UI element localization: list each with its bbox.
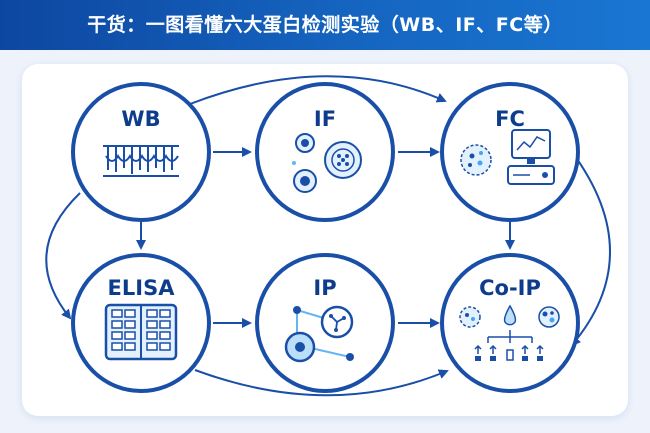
- header-bar: 干货：一图看懂六大蛋白检测实验（WB、IF、FC等）: [0, 0, 650, 50]
- node-ip-label: IP: [313, 276, 336, 300]
- western-blot-bands-icon: [103, 145, 179, 177]
- immunoprecipitation-bead-icon: [284, 305, 354, 363]
- node-coip-label: Co-IP: [479, 276, 541, 300]
- node-fc-circle: [440, 82, 580, 222]
- node-fc-label: FC: [495, 107, 525, 131]
- node-if-circle: [255, 82, 395, 222]
- node-elisa: ELISA: [71, 253, 211, 393]
- node-elisa-label: ELISA: [108, 276, 176, 300]
- page-title: 干货：一图看懂六大蛋白检测实验（WB、IF、FC等）: [87, 14, 563, 36]
- node-coip: Co-IP: [440, 253, 580, 393]
- node-if: IF: [255, 82, 395, 222]
- fluorescent-cells-icon: [292, 133, 362, 193]
- arrow-right-loop: [570, 151, 611, 347]
- flow-cytometer-icon: [460, 129, 555, 185]
- well-plate-icon: [104, 303, 178, 361]
- node-if-label: IF: [314, 107, 336, 131]
- arrow-wb-arc-fc: [189, 75, 447, 105]
- node-fc: FC: [440, 82, 580, 222]
- arrow-elisa-arc-coip: [194, 369, 449, 397]
- node-wb-label: WB: [121, 107, 160, 131]
- co-immunoprecipitation-complex-icon: [459, 304, 560, 361]
- node-wb: WB: [71, 82, 211, 222]
- node-ip: IP: [255, 253, 395, 393]
- arrow-left-loop: [45, 192, 81, 320]
